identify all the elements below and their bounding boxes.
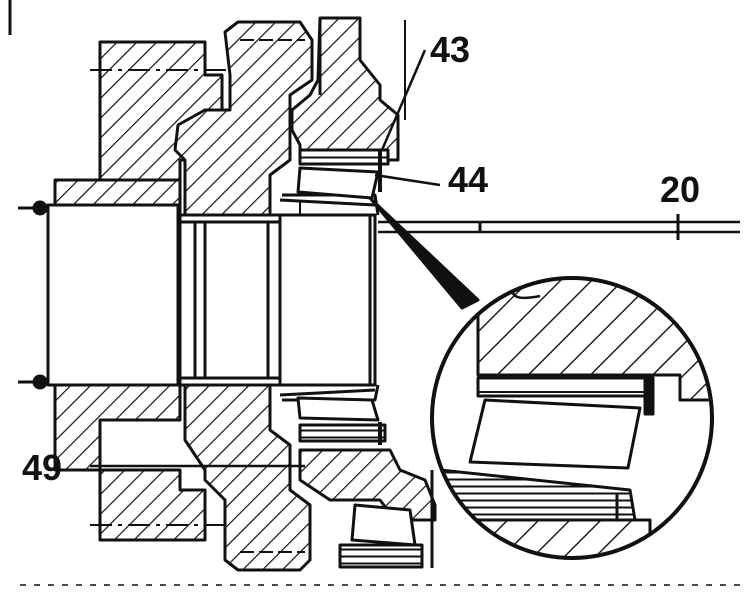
upper-bearing-race bbox=[298, 148, 390, 166]
callout-20: 20 bbox=[660, 169, 701, 210]
lower-bearing-housing bbox=[298, 448, 437, 522]
callout-49: 49 bbox=[22, 447, 63, 488]
lower-bearing-race bbox=[298, 423, 387, 443]
left-bolt-bottom bbox=[32, 374, 48, 390]
left-housing-lower bbox=[53, 383, 182, 472]
detail-zoom-content bbox=[432, 278, 712, 558]
leader-43 bbox=[380, 49, 427, 151]
lower-housing-flange bbox=[98, 468, 207, 542]
left-bolt-top bbox=[32, 200, 48, 216]
leader-44 bbox=[374, 173, 441, 187]
left-roller bbox=[46, 203, 180, 387]
lower-taper-roller bbox=[296, 396, 380, 422]
right-roller bbox=[278, 213, 377, 387]
callout-44: 44 bbox=[448, 159, 489, 200]
lower-small-roller bbox=[350, 503, 417, 547]
detail-zoom-circle bbox=[430, 276, 714, 560]
central-disc-lower bbox=[183, 383, 312, 572]
bottom-race bbox=[338, 543, 424, 569]
callout-43: 43 bbox=[430, 29, 471, 70]
upper-taper-roller bbox=[296, 166, 380, 200]
